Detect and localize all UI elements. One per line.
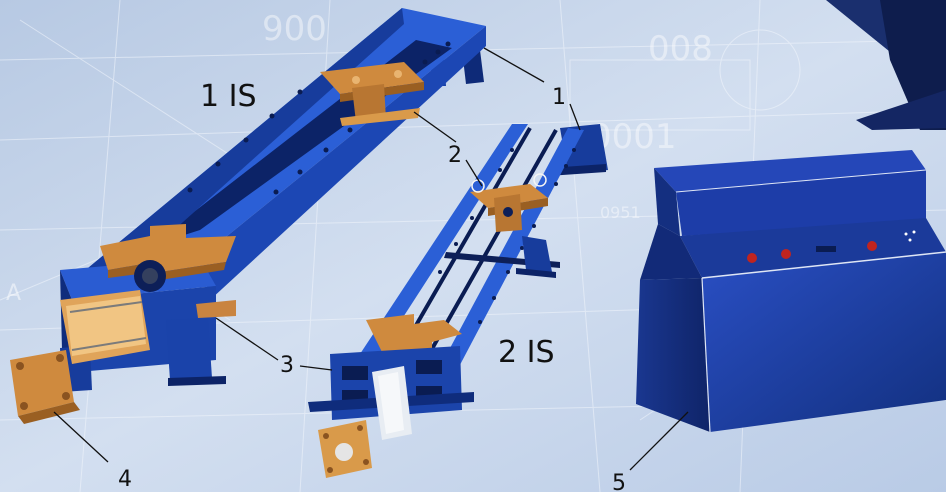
control-box (636, 150, 946, 433)
leader-1b (569, 103, 581, 131)
bg-number-right-a: 008 (648, 29, 713, 69)
frame-2-rail-right (434, 128, 584, 380)
leader-lines (53, 47, 689, 471)
carriage-2-front (366, 314, 462, 356)
control-box-side (636, 278, 710, 432)
callout-3: 3 (280, 353, 294, 378)
leader-2a (413, 111, 457, 143)
leader-2b (465, 159, 483, 187)
callout-5: 5 (612, 471, 626, 492)
leader-4 (53, 411, 109, 463)
control-box-front (702, 252, 946, 432)
panel-button-3 (867, 241, 877, 251)
leader-3b (299, 365, 333, 371)
bg-letter: A (6, 281, 21, 306)
panel-button-1 (747, 253, 757, 263)
panel-button-2 (781, 249, 791, 259)
cylinder-2 (318, 366, 412, 478)
panel-switch (816, 246, 836, 252)
leader-1a (483, 47, 545, 83)
leader-5 (629, 411, 689, 471)
frame-2-rail-left (360, 124, 528, 356)
partial-machine-top-right (826, 0, 946, 130)
callout-4: 4 (118, 467, 132, 492)
callout-1: 1 (552, 85, 566, 110)
callout-2: 2 (448, 143, 462, 168)
machine-1-is (10, 8, 486, 424)
machine-label-1-is: 1 IS (200, 79, 257, 114)
leader-3a (215, 317, 279, 361)
carriage-1-front (100, 224, 236, 318)
bg-number-top: 900 (262, 9, 327, 49)
bg-number-small: 0951 (600, 203, 641, 222)
machine-2-is (308, 124, 608, 478)
machine-label-2-is: 2 IS (498, 335, 555, 370)
control-panel (680, 218, 946, 278)
cylinder-1 (10, 290, 150, 424)
carriage-1-rear (320, 62, 424, 126)
